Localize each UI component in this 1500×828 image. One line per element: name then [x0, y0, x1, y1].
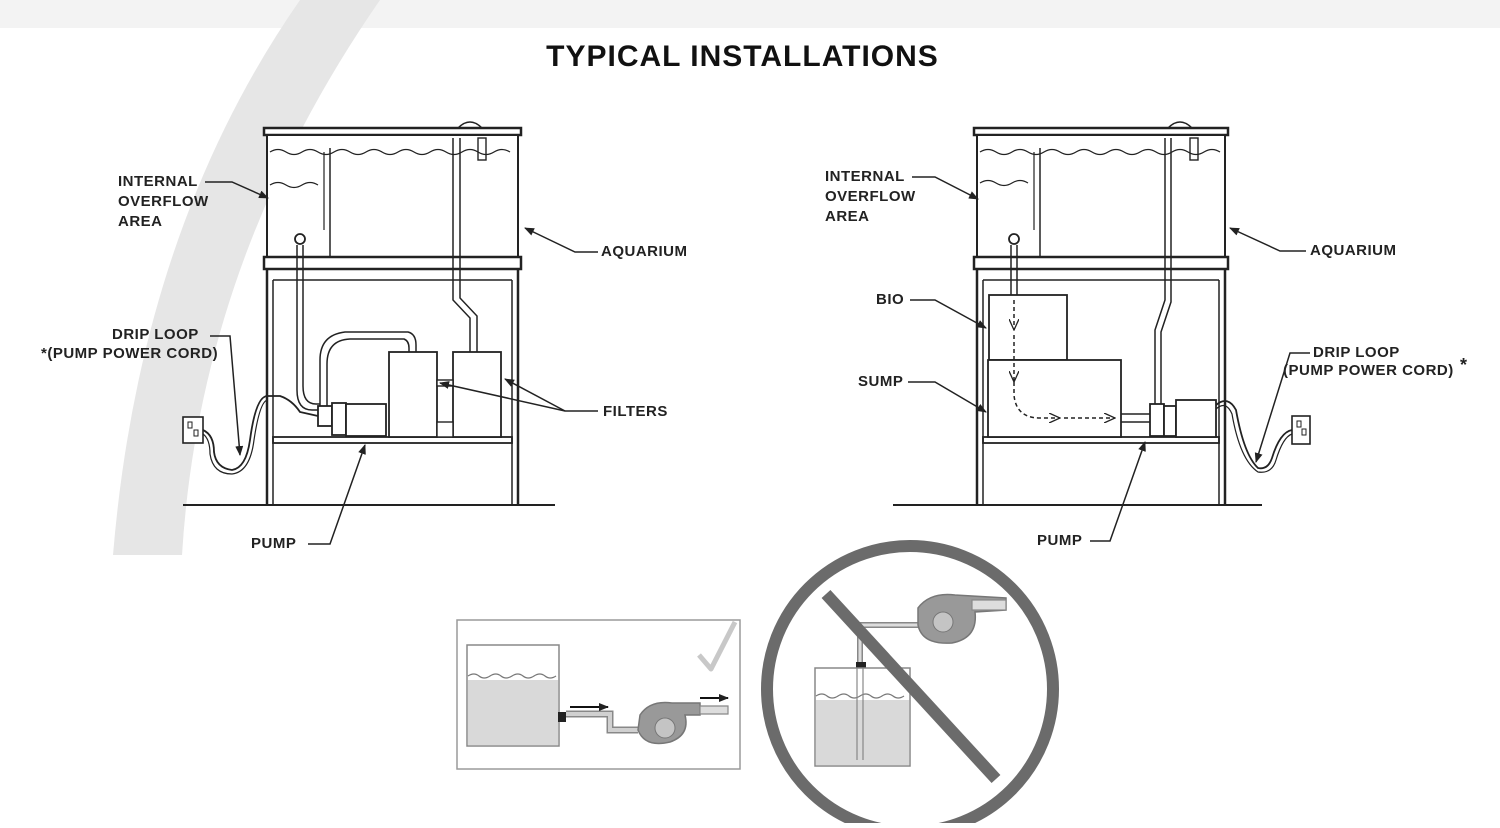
left-overflow-label-line2: OVERFLOW: [118, 193, 209, 210]
left-installation: [182, 121, 598, 545]
right-aquarium-label: AQUARIUM: [1310, 242, 1397, 259]
background-swoosh: [113, 0, 380, 555]
right-pump-label: PUMP: [1037, 532, 1083, 549]
left-aquarium: [262, 121, 523, 258]
left-pump-label: PUMP: [251, 535, 297, 552]
left-leaders: [205, 181, 598, 545]
correct-pump: [637, 701, 701, 745]
left-plumbing: [296, 245, 478, 411]
right-pump: [1149, 399, 1217, 438]
left-outlet: [182, 416, 204, 444]
right-aquarium: [972, 121, 1230, 258]
right-drip-loop-cord: [1215, 400, 1293, 470]
right-drip-loop-asterisk: *: [1460, 355, 1468, 375]
left-drip-loop-label-line1: DRIP LOOP: [112, 326, 199, 343]
left-aquarium-label: AQUARIUM: [601, 243, 688, 260]
left-overflow-label-line3: AREA: [118, 213, 163, 230]
left-overflow-label-line1: INTERNAL: [118, 173, 198, 190]
right-sump: [987, 294, 1122, 438]
header-band: [0, 0, 1500, 28]
checkmark-icon: [697, 620, 738, 672]
right-flow-path: [1011, 245, 1172, 422]
left-filters: [388, 351, 502, 438]
correct-placement-panel: [456, 619, 741, 770]
left-drip-loop-cord: [202, 395, 319, 471]
right-bio-label: BIO: [876, 291, 905, 308]
right-outlet: [1291, 415, 1311, 445]
left-pump: [317, 402, 387, 437]
right-leaders: [908, 176, 1310, 542]
incorrect-placement-panel: [761, 540, 1059, 828]
left-filters-label: FILTERS: [603, 403, 668, 420]
right-overflow-label-line3: AREA: [825, 208, 870, 225]
prohibited-icon: [761, 540, 1059, 828]
right-installation: [893, 121, 1311, 542]
page-title: TYPICAL INSTALLATIONS: [546, 40, 939, 73]
right-sump-label: SUMP: [858, 373, 904, 390]
right-overflow-label-line1: INTERNAL: [825, 168, 905, 185]
right-drip-loop-label-line2: (PUMP POWER CORD): [1283, 362, 1454, 379]
left-drip-loop-label-line2: *(PUMP POWER CORD): [41, 345, 219, 362]
right-drip-loop-label-line1: DRIP LOOP: [1313, 344, 1400, 361]
right-overflow-label-line2: OVERFLOW: [825, 188, 916, 205]
